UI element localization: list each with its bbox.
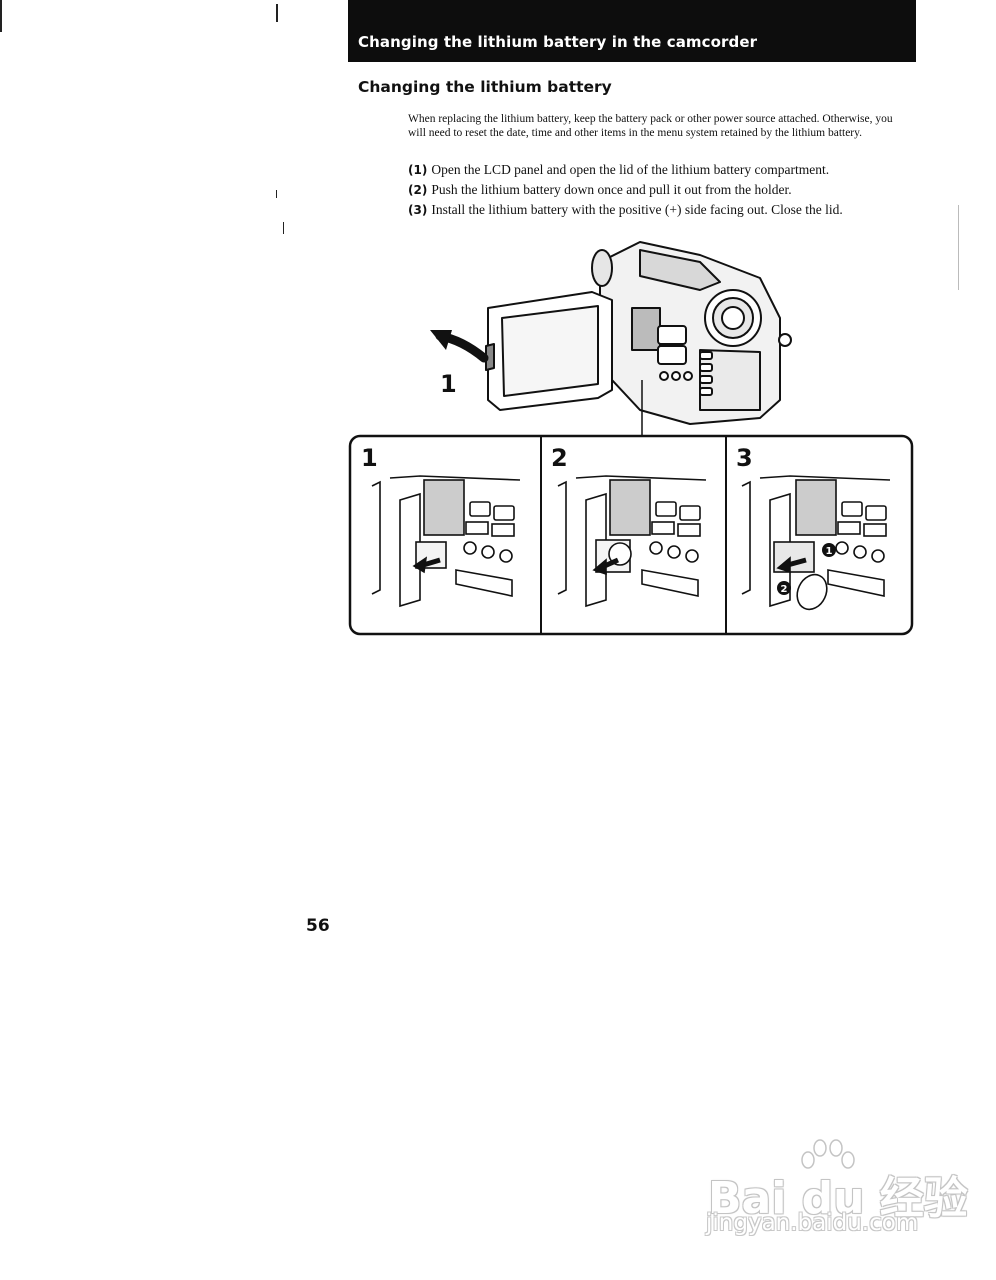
section-title: Changing the lithium battery (358, 78, 612, 96)
step-marker-icon: 1 (822, 543, 836, 557)
baidu-watermark: Bai du 经验 jingyan.baidu.com (706, 1139, 968, 1250)
open-arrow-icon (430, 330, 489, 363)
step-text: Install the lithium battery with the pos… (431, 202, 843, 217)
marker-label: 2 (781, 584, 788, 595)
panel-1-drawing (371, 475, 521, 608)
step-number: (3) (408, 203, 428, 217)
scan-artifact (958, 205, 959, 290)
scan-artifact (0, 0, 2, 32)
step-number: (2) (408, 183, 428, 197)
intro-paragraph: When replacing the lithium battery, keep… (408, 113, 893, 139)
scan-artifact (283, 222, 284, 234)
scan-artifact (276, 190, 277, 198)
step-text: Open the LCD panel and open the lid of t… (431, 162, 830, 177)
watermark-text: Bai du 经验 (708, 1173, 968, 1224)
panel-label: 1 (361, 444, 378, 472)
camcorder-drawing (485, 241, 792, 425)
panel-3-drawing (741, 475, 891, 611)
panel-label: 3 (736, 444, 753, 472)
camcorder-illustration: 1 1 2 3 (348, 241, 914, 636)
paw-icon (801, 1139, 855, 1169)
arrow-label: 1 (440, 370, 457, 398)
steps-list: (1)Open the LCD panel and open the lid o… (408, 160, 913, 220)
header-title: Changing the lithium battery in the camc… (358, 33, 758, 51)
step-number: (1) (408, 163, 428, 177)
scan-artifact (276, 4, 278, 22)
step-marker-icon: 2 (777, 581, 791, 595)
step-item: (3)Install the lithium battery with the … (408, 200, 913, 220)
panel-2-drawing (557, 475, 707, 608)
marker-label: 1 (826, 546, 833, 557)
watermark-url: jingyan.baidu.com (706, 1210, 919, 1236)
step-item: (1)Open the LCD panel and open the lid o… (408, 160, 913, 180)
step-text: Push the lithium battery down once and p… (431, 182, 792, 197)
page-number: 56 (306, 916, 330, 936)
panel-label: 2 (551, 444, 568, 472)
step-item: (2)Push the lithium battery down once an… (408, 180, 913, 200)
header-bar: Changing the lithium battery in the camc… (348, 0, 916, 62)
